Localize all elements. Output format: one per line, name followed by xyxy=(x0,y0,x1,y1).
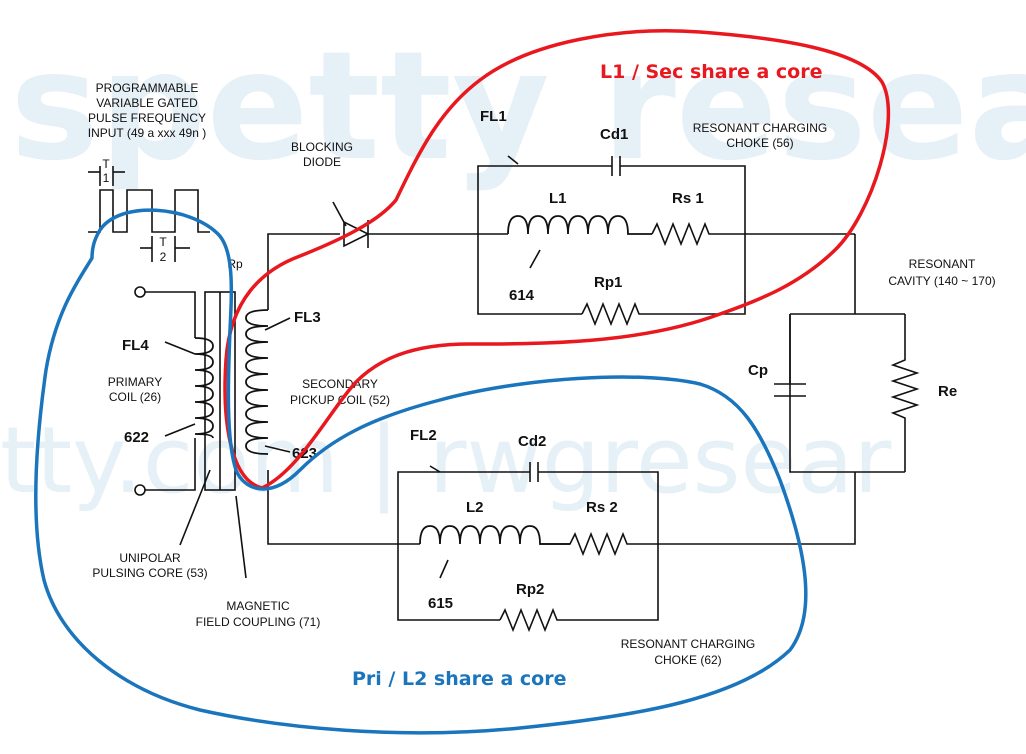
choke56-label2: CHOKE (56) xyxy=(726,136,793,150)
cp-label: Cp xyxy=(748,362,768,379)
primary-terminal-top xyxy=(134,286,146,298)
n614-pointer xyxy=(529,249,541,269)
unipolar-core-label1: UNIPOLAR xyxy=(119,551,181,565)
diode-pointer xyxy=(332,201,347,227)
t1-label-n: 1 xyxy=(103,171,110,185)
primary-coil-label1: PRIMARY xyxy=(108,375,162,389)
l1-coil xyxy=(507,215,652,235)
fl3-pointer xyxy=(264,317,291,331)
unipolar-core-label2: PULSING CORE (53) xyxy=(92,566,207,580)
choke62-label1: RESONANT CHARGING xyxy=(621,637,755,651)
watermark-line2: tty.com | rwgresear xyxy=(0,407,891,514)
fl2-label: FL2 xyxy=(410,427,437,444)
t1-label-t: T xyxy=(102,157,110,171)
blue-annotation-text: Pri / L2 share a core xyxy=(352,668,566,690)
choke62-label2: CHOKE (62) xyxy=(654,653,721,667)
input-title-line3: PULSE FREQUENCY xyxy=(88,111,206,125)
rp2-left-wire xyxy=(397,544,500,621)
n622-pointer xyxy=(164,423,196,437)
fl4-pointer xyxy=(164,341,196,355)
input-title-line4: INPUT (49 a xxx 49n ) xyxy=(88,126,207,140)
blocking-diode-label2: DIODE xyxy=(303,155,341,169)
magnetic-coupling-label1: MAGNETIC xyxy=(226,599,290,613)
watermark-line1: spetty resea xyxy=(10,20,1026,194)
secondary-coil-winding xyxy=(245,309,269,455)
t2-label-t: T xyxy=(159,235,167,249)
rs1-label: Rs 1 xyxy=(672,190,704,207)
re-resistor xyxy=(890,314,920,472)
primary-coil-label2: COIL (26) xyxy=(109,390,161,404)
n623-pointer xyxy=(264,445,291,453)
rp1-label: Rp1 xyxy=(594,274,622,291)
rs2-resistor xyxy=(540,531,658,557)
input-title-line2: VARIABLE GATED xyxy=(96,96,198,110)
magnetic-coupling-pointer xyxy=(235,495,247,579)
pulse-waveform xyxy=(88,189,210,233)
re-label: Re xyxy=(938,383,957,400)
cd1-left-wire xyxy=(477,165,612,234)
l2-label: L2 xyxy=(466,499,484,516)
t2-label-n: 2 xyxy=(160,250,167,264)
cd2-label: Cd2 xyxy=(518,433,546,450)
t1-marker: T 1 xyxy=(88,157,125,186)
blue-annotation-outline xyxy=(34,208,808,735)
secondary-bottom-wire xyxy=(267,470,420,545)
l2-coil xyxy=(419,525,570,545)
n614-label: 614 xyxy=(509,287,535,304)
input-title-line1: PROGRAMMABLE xyxy=(96,81,199,95)
red-annotation-text: L1 / Sec share a core xyxy=(600,61,822,83)
unipolar-core-pointer xyxy=(179,469,211,546)
t2-marker: T 2 xyxy=(140,235,190,264)
l1-label: L1 xyxy=(549,190,567,207)
n615-label: 615 xyxy=(428,595,453,612)
fl3-label: FL3 xyxy=(294,309,321,326)
secondary-coil-label1: SECONDARY xyxy=(302,377,378,391)
rp2-label: Rp2 xyxy=(516,581,544,598)
choke56-label1: RESONANT CHARGING xyxy=(693,121,827,135)
blocking-diode-label1: BLOCKING xyxy=(291,140,353,154)
rp1-left-wire xyxy=(477,234,582,315)
cd2-right-wire xyxy=(538,471,659,544)
primary-terminal-bottom xyxy=(134,484,146,496)
primary-lead-top xyxy=(145,291,196,338)
primary-lead-bottom xyxy=(145,438,196,491)
rp2-resistor xyxy=(499,544,659,633)
cd1-right-wire xyxy=(620,165,746,234)
rs2-label: Rs 2 xyxy=(586,499,618,516)
resonant-cavity-label1: RESONANT xyxy=(909,257,976,271)
cd1-label: Cd1 xyxy=(600,126,628,143)
input-title: PROGRAMMABLE VARIABLE GATED PULSE FREQUE… xyxy=(88,81,207,140)
red-annotation-outline xyxy=(223,29,891,490)
fl1-pointer xyxy=(507,155,519,165)
cavity-bottom-wire xyxy=(658,472,856,545)
primary-coil-winding xyxy=(194,337,214,439)
fl1-label: FL1 xyxy=(480,108,507,125)
resonant-cavity-label2: CAVITY (140 ~ 170) xyxy=(888,274,995,288)
n615-pointer xyxy=(439,559,449,579)
rp1-resistor xyxy=(581,234,746,327)
cd2-left-wire xyxy=(397,471,530,544)
fl4-label: FL4 xyxy=(122,337,149,354)
fl2-pointer xyxy=(429,465,441,473)
secondary-top-wire xyxy=(267,233,340,310)
rs1-resistor xyxy=(651,221,855,247)
n622-label: 622 xyxy=(124,429,149,446)
magnetic-coupling-label2: FIELD COUPLING (71) xyxy=(196,615,321,629)
